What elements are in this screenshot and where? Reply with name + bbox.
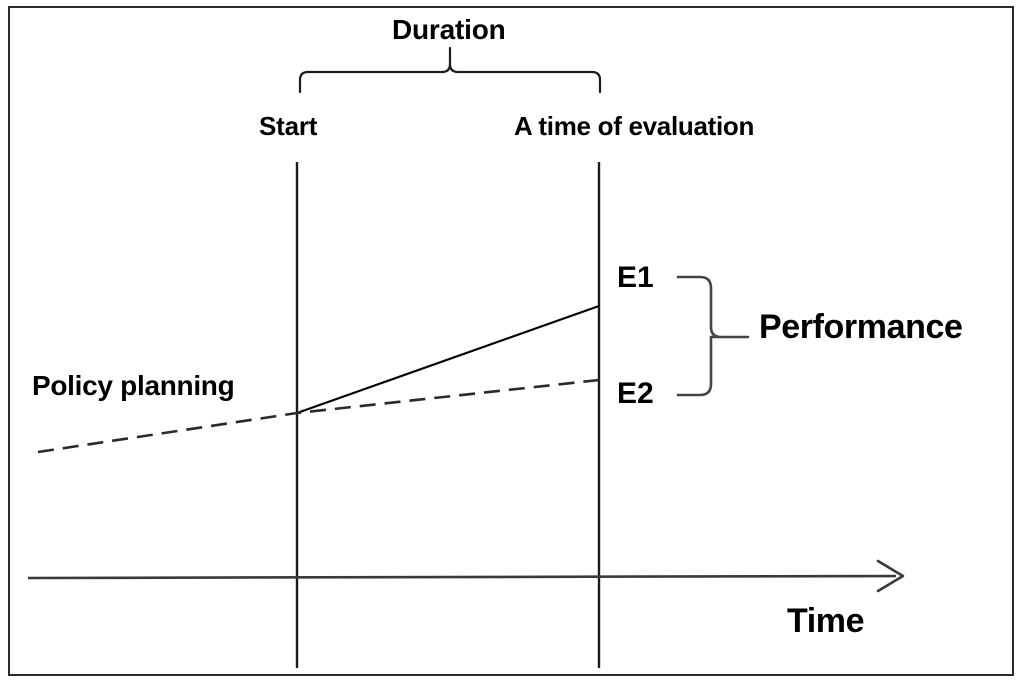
time-axis-label: Time (787, 602, 865, 640)
e1-endpoint-label: E1 (617, 261, 654, 294)
start-label: Start (259, 111, 318, 141)
duration-label: Duration (392, 14, 506, 45)
evaluation-time-label: A time of evaluation (514, 111, 755, 141)
performance-axis-label: Performance (759, 308, 963, 346)
policy-planning-label: Policy planning (32, 370, 235, 401)
e2-endpoint-label: E2 (617, 377, 654, 410)
